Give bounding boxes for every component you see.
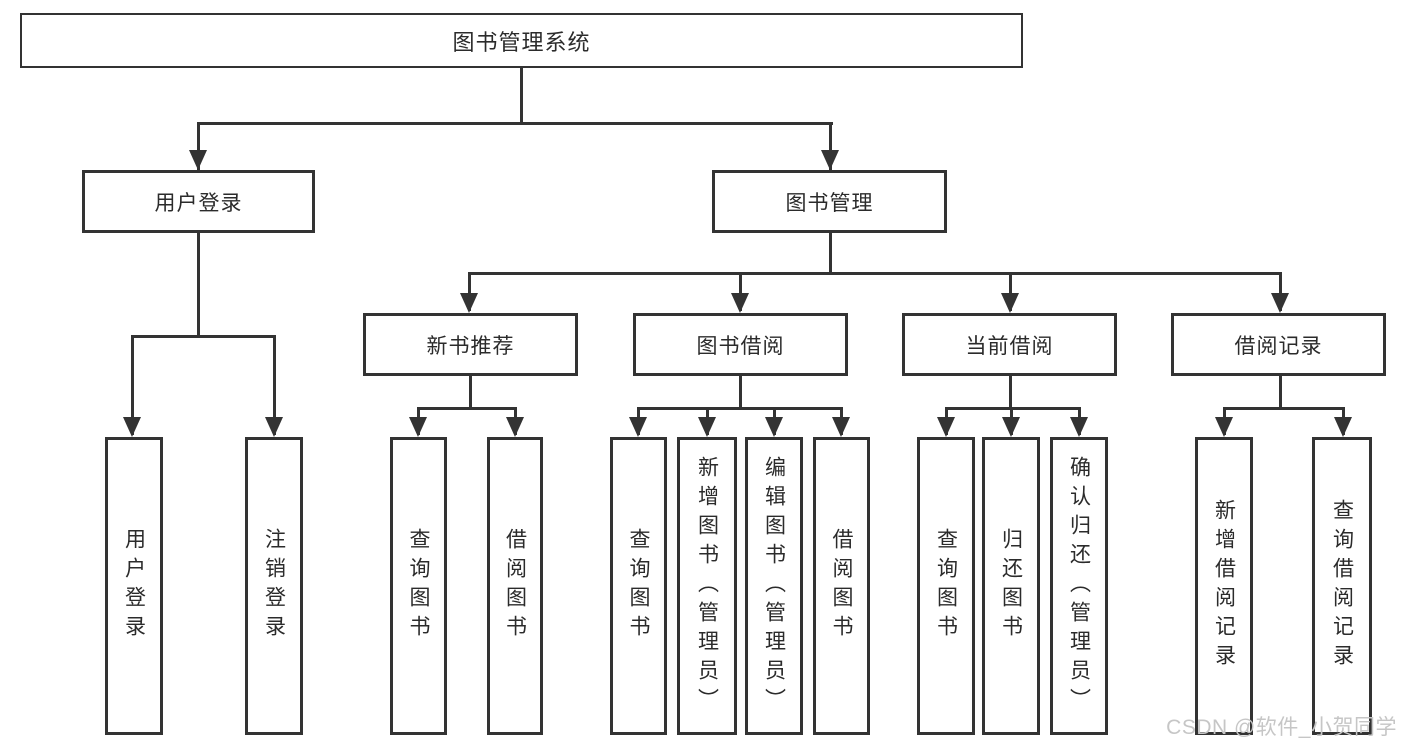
node-user-login-label: 用户登录 xyxy=(154,191,243,215)
connector-line xyxy=(739,272,742,311)
node-borrow-records-label: 借阅记录 xyxy=(1234,334,1323,358)
connector-line xyxy=(469,376,472,407)
connector-line xyxy=(131,335,276,338)
node-book-borrow-label: 图书借阅 xyxy=(696,334,785,358)
connector-line xyxy=(1223,407,1345,410)
node-library-system-label: 图书管理系统 xyxy=(452,29,591,55)
node-current-borrow: 当前借阅 xyxy=(902,313,1117,376)
connector-line xyxy=(468,272,1282,275)
arrow-down-icon xyxy=(506,417,524,437)
connector-line xyxy=(1009,376,1012,407)
leaf-edit-books-admin: 编辑图书（管理员） xyxy=(745,437,803,735)
node-new-book-recommend-label: 新书推荐 xyxy=(426,334,515,358)
leaf-confirm-return-admin-label: 确认归还（管理员） xyxy=(1067,455,1091,717)
arrow-down-icon xyxy=(1271,293,1289,313)
leaf-borrow-books: 借阅图书 xyxy=(813,437,870,735)
leaf-query-borrow-record: 查询借阅记录 xyxy=(1312,437,1372,735)
leaf-logout: 注销登录 xyxy=(245,437,303,735)
connector-line xyxy=(1279,376,1282,407)
node-book-management-label: 图书管理 xyxy=(785,191,874,215)
leaf-query-books-borrow-label: 查询图书 xyxy=(627,528,650,644)
leaf-confirm-return-admin: 确认归还（管理员） xyxy=(1050,437,1108,735)
connector-line xyxy=(520,68,523,122)
connector-line xyxy=(945,407,1081,410)
leaf-add-books-admin-label: 新增图书（管理员） xyxy=(695,455,719,717)
connector-line xyxy=(739,376,742,407)
arrow-down-icon xyxy=(1070,417,1088,437)
arrow-down-icon xyxy=(832,417,850,437)
node-new-book-recommend: 新书推荐 xyxy=(363,313,578,376)
node-borrow-records: 借阅记录 xyxy=(1171,313,1386,376)
node-book-borrow: 图书借阅 xyxy=(633,313,848,376)
connector-line xyxy=(197,233,200,335)
node-current-borrow-label: 当前借阅 xyxy=(965,334,1054,358)
arrow-down-icon xyxy=(629,417,647,437)
leaf-return-books-label: 归还图书 xyxy=(999,528,1023,644)
arrow-down-icon xyxy=(189,150,207,170)
connector-line xyxy=(637,407,843,410)
arrow-down-icon xyxy=(1002,417,1020,437)
arrow-down-icon xyxy=(460,293,478,313)
leaf-user-login: 用户登录 xyxy=(105,437,163,735)
leaf-query-books-current: 查询图书 xyxy=(917,437,975,735)
connector-line xyxy=(197,122,833,125)
node-book-management: 图书管理 xyxy=(712,170,947,233)
connector-line xyxy=(131,335,134,435)
leaf-add-borrow-record-label: 新增借阅记录 xyxy=(1212,499,1236,673)
arrow-down-icon xyxy=(265,417,283,437)
arrow-down-icon xyxy=(123,417,141,437)
leaf-logout-label: 注销登录 xyxy=(262,528,286,644)
arrow-down-icon xyxy=(731,293,749,313)
connector-line xyxy=(197,122,200,170)
arrow-down-icon xyxy=(937,417,955,437)
node-user-login: 用户登录 xyxy=(82,170,315,233)
arrow-down-icon xyxy=(1215,417,1233,437)
arrow-down-icon xyxy=(821,150,839,170)
csdn-watermark: CSDN @软件_小贺同学 xyxy=(1166,716,1397,739)
connector-line xyxy=(417,407,517,410)
leaf-query-books-current-label: 查询图书 xyxy=(934,528,958,644)
connector-line xyxy=(468,272,471,311)
arrow-down-icon xyxy=(1334,417,1352,437)
connector-line xyxy=(273,335,276,435)
leaf-add-books-admin: 新增图书（管理员） xyxy=(677,437,737,735)
leaf-return-books: 归还图书 xyxy=(982,437,1040,735)
leaf-borrow-books-label: 借阅图书 xyxy=(830,528,853,644)
leaf-query-books-borrow: 查询图书 xyxy=(610,437,667,735)
arrow-down-icon xyxy=(409,417,427,437)
connector-line xyxy=(829,233,832,272)
leaf-user-login-label: 用户登录 xyxy=(122,528,146,644)
leaf-edit-books-admin-label: 编辑图书（管理员） xyxy=(762,455,786,717)
node-library-system: 图书管理系统 xyxy=(20,13,1023,68)
arrow-down-icon xyxy=(765,417,783,437)
leaf-query-books-recommend-label: 查询图书 xyxy=(407,528,430,644)
connector-line xyxy=(829,122,832,170)
leaf-borrow-books-recommend-label: 借阅图书 xyxy=(503,528,527,644)
arrow-down-icon xyxy=(1001,293,1019,313)
leaf-add-borrow-record: 新增借阅记录 xyxy=(1195,437,1253,735)
arrow-down-icon xyxy=(698,417,716,437)
leaf-query-books-recommend: 查询图书 xyxy=(390,437,447,735)
leaf-query-borrow-record-label: 查询借阅记录 xyxy=(1330,499,1354,673)
connector-line xyxy=(1009,272,1012,311)
leaf-borrow-books-recommend: 借阅图书 xyxy=(487,437,543,735)
connector-line xyxy=(1279,272,1282,311)
